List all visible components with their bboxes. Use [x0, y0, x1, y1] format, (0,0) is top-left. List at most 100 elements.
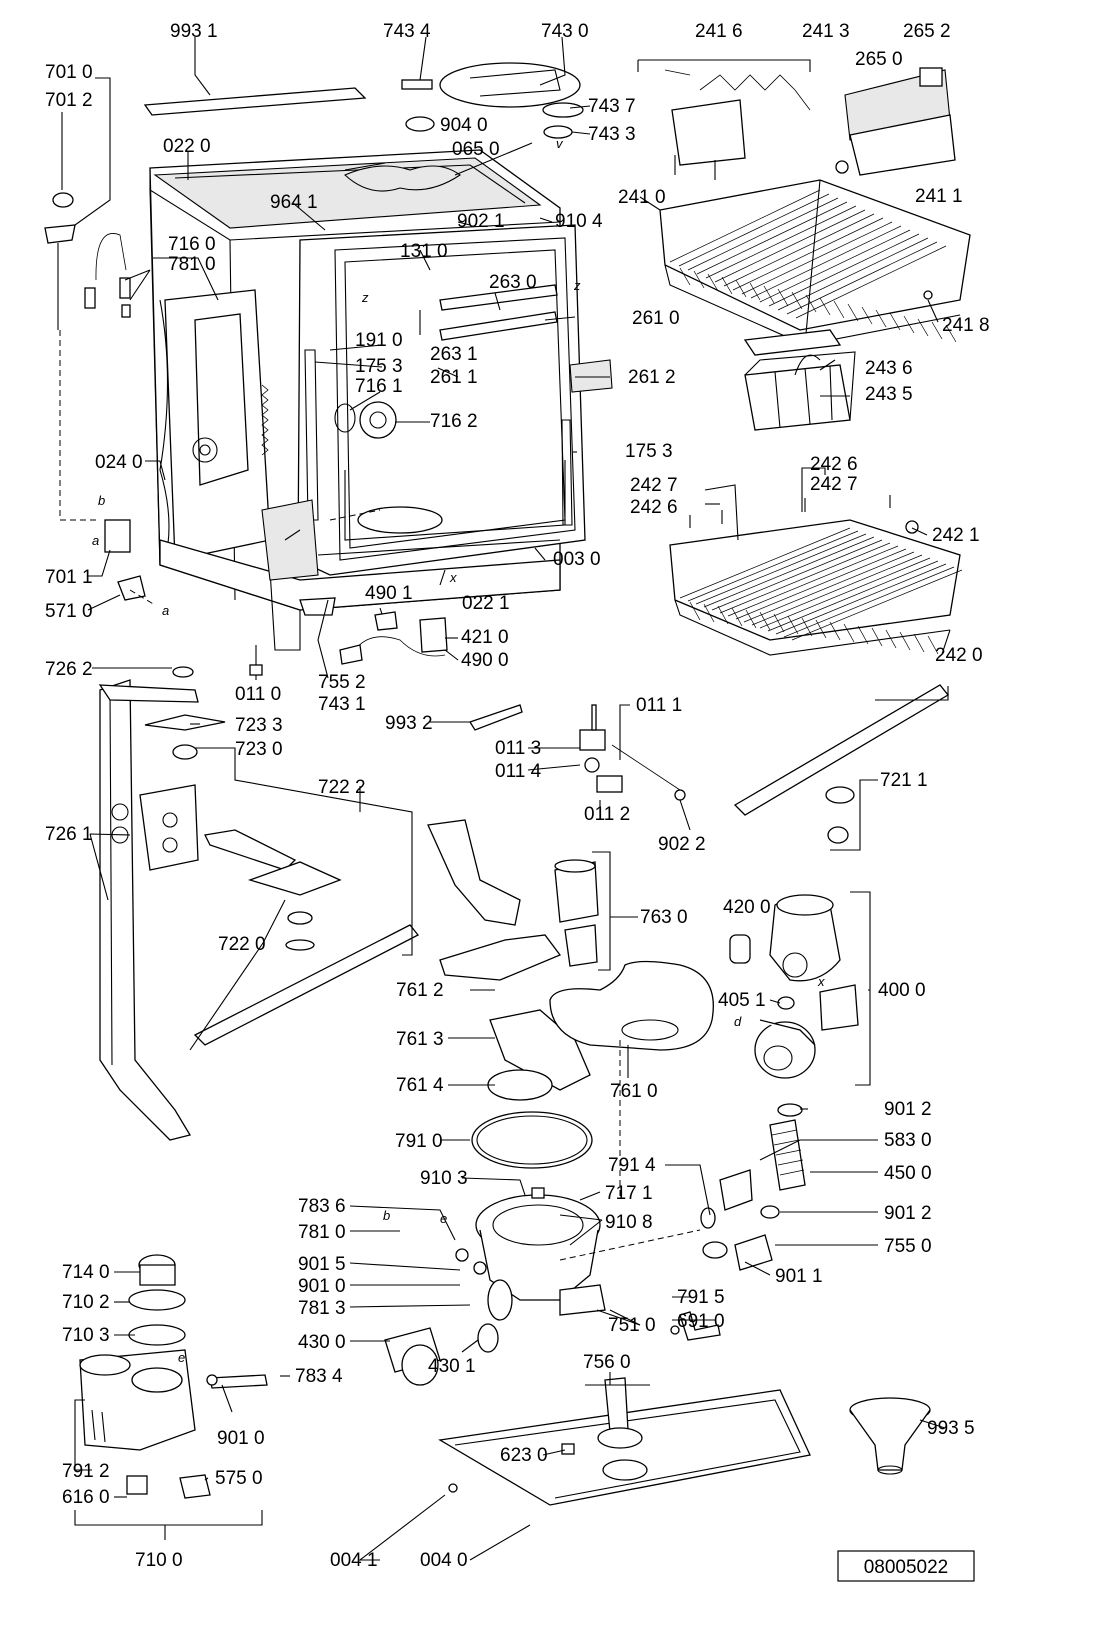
label-7162: 716 2	[430, 411, 478, 432]
label-2435: 243 5	[865, 384, 913, 405]
basket-wire	[857, 625, 869, 645]
drain-hoses	[700, 1103, 806, 1271]
basket-wire	[679, 527, 851, 599]
filter-assembly	[554, 859, 599, 967]
label-7434: 743 4	[383, 21, 431, 42]
connection-markers: b a a z z x x d b e e v	[92, 136, 825, 1365]
lower-basket	[669, 495, 963, 656]
label-1753b: 175 3	[625, 441, 673, 462]
label-2427: 242 7	[630, 475, 678, 496]
label-4210: 421 0	[461, 627, 509, 648]
base-plate	[438, 1377, 811, 1506]
top-cover-plate	[401, 62, 584, 139]
label-7211: 721 1	[880, 770, 928, 791]
label-7612: 761 2	[396, 980, 444, 1001]
label-9010: 901 0	[298, 1276, 346, 1297]
label-2650: 265 0	[855, 49, 903, 70]
label-7813: 781 3	[298, 1298, 346, 1319]
label-9932: 993 2	[385, 713, 433, 734]
label-7614: 761 4	[396, 1075, 444, 1096]
label-2413: 241 3	[802, 21, 850, 42]
basket-wire	[751, 554, 923, 626]
basket-wire	[847, 303, 859, 322]
label-7613: 761 3	[396, 1029, 444, 1050]
label-9108: 910 8	[605, 1212, 653, 1233]
label-7262: 726 2	[45, 659, 93, 680]
label-7610: 761 0	[610, 1081, 658, 1102]
basket-wire	[749, 282, 761, 301]
basket-wire	[815, 619, 827, 639]
cutlery-basket	[743, 329, 856, 431]
basket-wire	[735, 548, 907, 620]
label-9022: 902 2	[658, 834, 706, 855]
basket-wire	[732, 217, 884, 291]
basket-wire	[696, 201, 848, 275]
label-7160: 716 0	[168, 234, 216, 255]
basket-wire	[787, 615, 799, 635]
basket-wire	[711, 539, 883, 611]
label-7100: 710 0	[135, 1550, 183, 1571]
leader-lines	[59, 36, 951, 1561]
basket-wire	[829, 621, 841, 641]
label-2610: 261 0	[632, 308, 680, 329]
basket-wire	[735, 279, 747, 298]
label-7550: 755 0	[884, 1236, 932, 1257]
label-5710: 571 0	[45, 601, 93, 622]
basket-wire	[705, 205, 857, 279]
label-9104: 910 4	[555, 211, 603, 232]
marker-e: e	[440, 1211, 447, 1226]
label-2410: 241 0	[618, 187, 666, 208]
basket-wire	[695, 533, 867, 605]
basket-wire	[741, 221, 893, 295]
label-4900: 490 0	[461, 650, 509, 671]
part-labels: 993 1 743 4 743 0 241 6 241 3 265 2 265 …	[45, 21, 990, 1571]
label-0030: 003 0	[553, 549, 601, 570]
label-2427b: 242 7	[810, 474, 858, 495]
basket-wire	[689, 601, 701, 621]
basket-wire	[931, 321, 943, 340]
label-2418: 241 8	[942, 315, 990, 336]
label-7912: 791 2	[62, 1461, 110, 1482]
label-7915: 791 5	[677, 1287, 725, 1308]
label-7012: 701 2	[45, 90, 93, 111]
basket-wire	[745, 609, 757, 629]
label-2416: 241 6	[695, 21, 743, 42]
label-4901: 490 1	[365, 583, 413, 604]
label-2652: 265 2	[903, 21, 951, 42]
marker-b: b	[98, 493, 105, 508]
label-2426b: 242 6	[630, 497, 678, 518]
basket-wire	[714, 209, 866, 283]
level-switch	[679, 1311, 721, 1341]
basket-wire	[717, 605, 729, 625]
label-7914: 791 4	[608, 1155, 656, 1176]
basket-wire	[875, 309, 887, 328]
rail-bracket	[569, 359, 613, 393]
basket-wire	[679, 267, 691, 286]
label-2631: 263 1	[430, 344, 478, 365]
basket-wire	[885, 629, 897, 649]
lower-spray-arm-assembly	[193, 829, 420, 1046]
label-9021: 902 1	[457, 211, 505, 232]
label-0221: 022 1	[462, 593, 510, 614]
basket-wire	[791, 291, 803, 310]
label-0114: 011 4	[495, 761, 542, 782]
basket-wire	[777, 288, 789, 307]
label-0220: 022 0	[163, 136, 211, 157]
label-1753: 175 3	[355, 356, 403, 377]
basket-wire	[707, 273, 719, 292]
label-7836: 783 6	[298, 1196, 346, 1217]
label-2630: 263 0	[489, 272, 537, 293]
basket-wire	[750, 225, 902, 299]
marker-x2: x	[817, 974, 825, 989]
label-7222: 722 2	[318, 777, 366, 798]
basket-wire	[759, 229, 911, 303]
basket-wire	[913, 633, 925, 653]
basket-wire	[833, 300, 845, 319]
label-7230: 723 0	[235, 739, 283, 760]
basket-wire	[759, 611, 771, 631]
basket-wire	[805, 294, 817, 313]
upper-basket	[659, 179, 971, 346]
basket-wire	[777, 237, 929, 311]
label-9012b: 901 2	[884, 1203, 932, 1224]
